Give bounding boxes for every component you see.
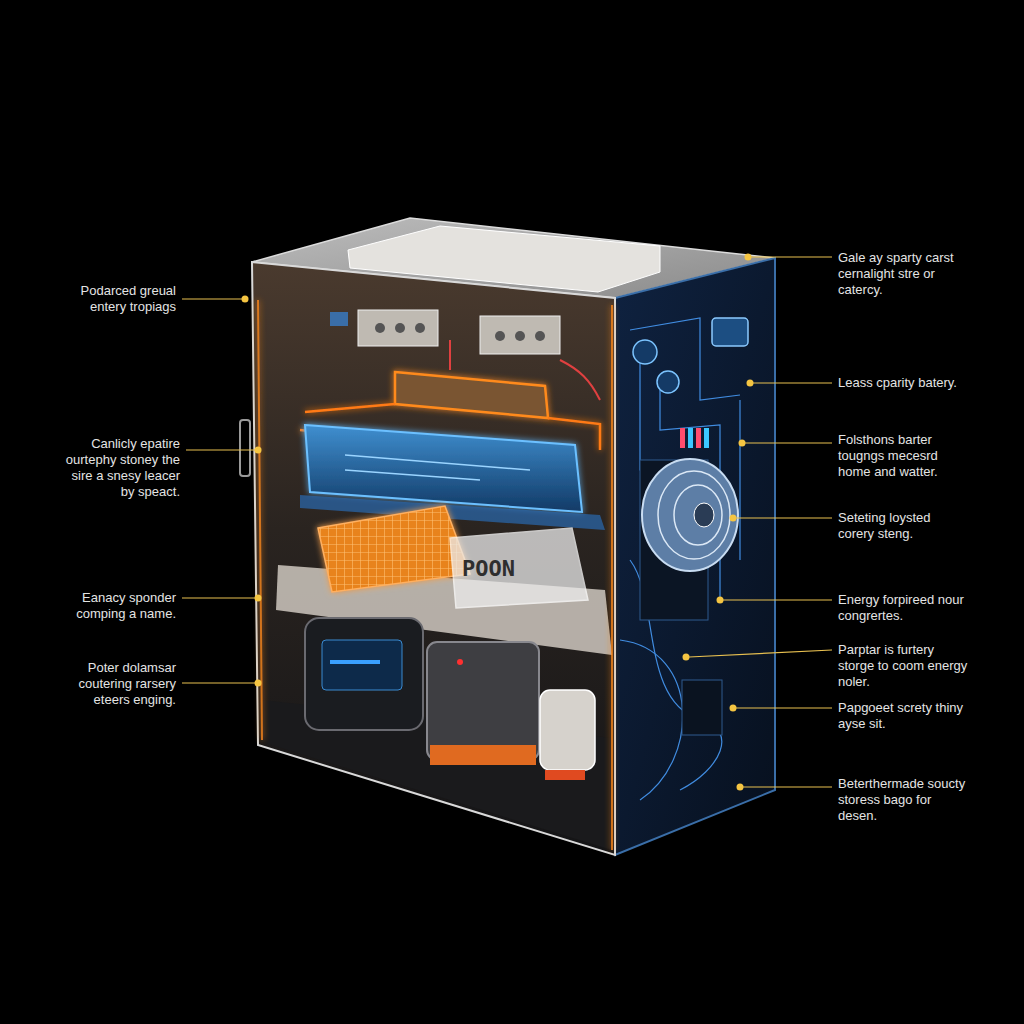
leader-lines [182,257,832,787]
callout-label: Eanacy sponder comping a name. [60,590,176,622]
cabinet-handle [240,420,250,476]
cabinet-side [615,258,775,855]
orange-grid-module [318,506,470,592]
module-label: POON [462,556,515,582]
side-box [682,680,722,735]
orange-battery [395,372,548,418]
callout-label: Gale ay sparty carst cernalight stre or … [838,250,968,298]
callout-label: Beterthermade soucty storess bago for de… [838,776,968,824]
leader-dots [242,254,754,791]
cabinet-front [252,262,615,855]
clear-module [450,528,588,608]
side-circuits [620,318,740,800]
battery-lines [345,455,530,480]
callout-label: Poter dolamsar coutering rarsery eteers … [60,660,176,708]
callout-label: Leass cparity batery. [838,375,968,391]
edge-glow [258,300,612,850]
side-knobs [633,318,748,448]
callout-label: Podarced greual entery tropiags [60,283,176,315]
callout-label: Folsthons barter tougngs mecesrd home an… [838,432,968,480]
callout-label: Seteting loysted corery steng. [838,510,968,542]
callout-label: Energy forpireed nour congrertes. [838,592,968,624]
callout-label: Parptar is furtery storge to coom energy… [838,642,968,690]
fan-disk [642,459,738,571]
callout-label: Papgoeet screty thiny ayse sit. [838,700,968,732]
callout-label: Canlicly epatire ourtephy stoney the sir… [60,436,180,500]
bottom-devices [305,618,595,780]
